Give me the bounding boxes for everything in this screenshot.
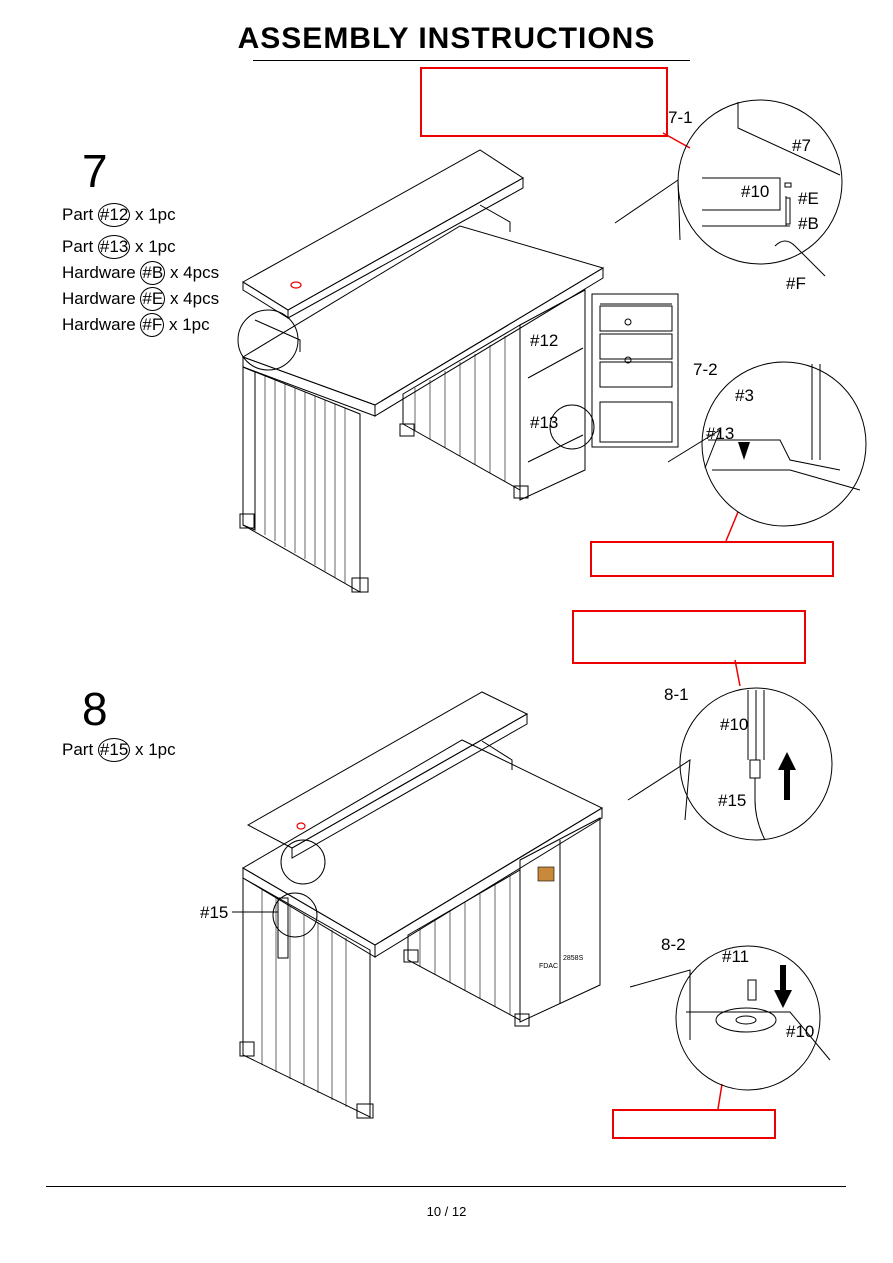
part-qty: x 1pc — [130, 205, 176, 224]
part-prefix: Hardware — [62, 315, 141, 334]
detail-7-1-part-e: #E — [798, 189, 819, 208]
detail-7-2-part-3: #3 — [735, 386, 754, 405]
step-7-parts-list: Part #12 x 1pc Part #13 x 1pc Hardware #… — [62, 202, 219, 338]
part-qty: x 1pc — [164, 315, 210, 334]
parts-list-item: Hardware #B x 4pcs — [62, 260, 219, 286]
callout-part-15: #15 — [200, 903, 229, 922]
detail-8-2-part-11: #11 — [722, 947, 750, 966]
part-prefix: Part — [62, 740, 98, 759]
detail-7-1-part-f: #F — [786, 274, 806, 293]
detail-8-2-drawing — [675, 945, 831, 1091]
part-prefix: Hardware — [62, 289, 141, 308]
part-id-circle: #12 — [97, 203, 131, 227]
part-qty: x 4pcs — [165, 289, 220, 308]
part-id-circle: #F — [140, 313, 165, 337]
detail-7-1-label: 7-1 — [668, 108, 693, 127]
step7-desk-drawing — [237, 149, 722, 593]
detail-8-1-part-15: #15 — [718, 791, 747, 810]
part-id-circle: #E — [140, 287, 166, 311]
part-qty: x 1pc — [130, 237, 176, 256]
container-marking-right: 2858S — [563, 955, 584, 962]
part-prefix: Part — [62, 237, 98, 256]
step-8-parts-list: Part #15 x 1pc — [62, 737, 176, 763]
detail-8-2-label: 8-2 — [661, 935, 686, 954]
part-prefix: Part — [62, 205, 98, 224]
part-qty: x 4pcs — [165, 263, 220, 282]
callout-part-13: #13 — [530, 413, 559, 432]
detail-8-1-part-10: #10 — [720, 715, 749, 734]
page-title: ASSEMBLY INSTRUCTIONS — [237, 22, 656, 55]
step8-desk-drawing — [232, 691, 691, 1119]
detail-7-1-drawing — [677, 99, 843, 277]
footer-rule — [46, 1186, 846, 1187]
annotation-box-8-1 — [572, 610, 806, 664]
part-qty: x 1pc — [130, 740, 176, 759]
detail-7-2-part-13: #13 — [706, 424, 735, 443]
part-id-circle: #15 — [97, 738, 131, 762]
annotation-box-7-1 — [420, 67, 668, 137]
parts-list-item: Part #12 x 1pc — [62, 202, 219, 228]
parts-list-item: Hardware #E x 4pcs — [62, 286, 219, 312]
part-prefix: Hardware — [62, 263, 141, 282]
annotation-box-8-2 — [612, 1109, 776, 1139]
detail-8-1-drawing — [679, 687, 833, 841]
detail-7-1-part-b: #B — [798, 214, 819, 233]
parts-list-item: Hardware #F x 1pc — [62, 312, 219, 338]
detail-7-1-part-10: #10 — [741, 182, 770, 201]
annotation-box-7-2 — [590, 541, 834, 577]
step-8-number: 8 — [82, 683, 108, 735]
detail-8-2-part-10: #10 — [786, 1022, 815, 1041]
part-id-circle: #13 — [97, 235, 131, 259]
callout-part-12: #12 — [530, 331, 559, 350]
parts-list-item: Part #13 x 1pc — [62, 234, 219, 260]
part-id-circle: #B — [140, 261, 166, 285]
detail-7-1-part-7: #7 — [792, 136, 811, 155]
parts-list-item: Part #15 x 1pc — [62, 737, 176, 763]
title-underline — [253, 60, 690, 61]
detail-8-1-label: 8-1 — [664, 685, 689, 704]
detail-7-2-label: 7-2 — [693, 360, 718, 379]
container-marking-left: FDAC — [539, 963, 559, 970]
step-7-number: 7 — [82, 145, 108, 197]
detail-7-2-drawing — [701, 361, 867, 527]
page-number: 10 / 12 — [426, 1204, 467, 1219]
